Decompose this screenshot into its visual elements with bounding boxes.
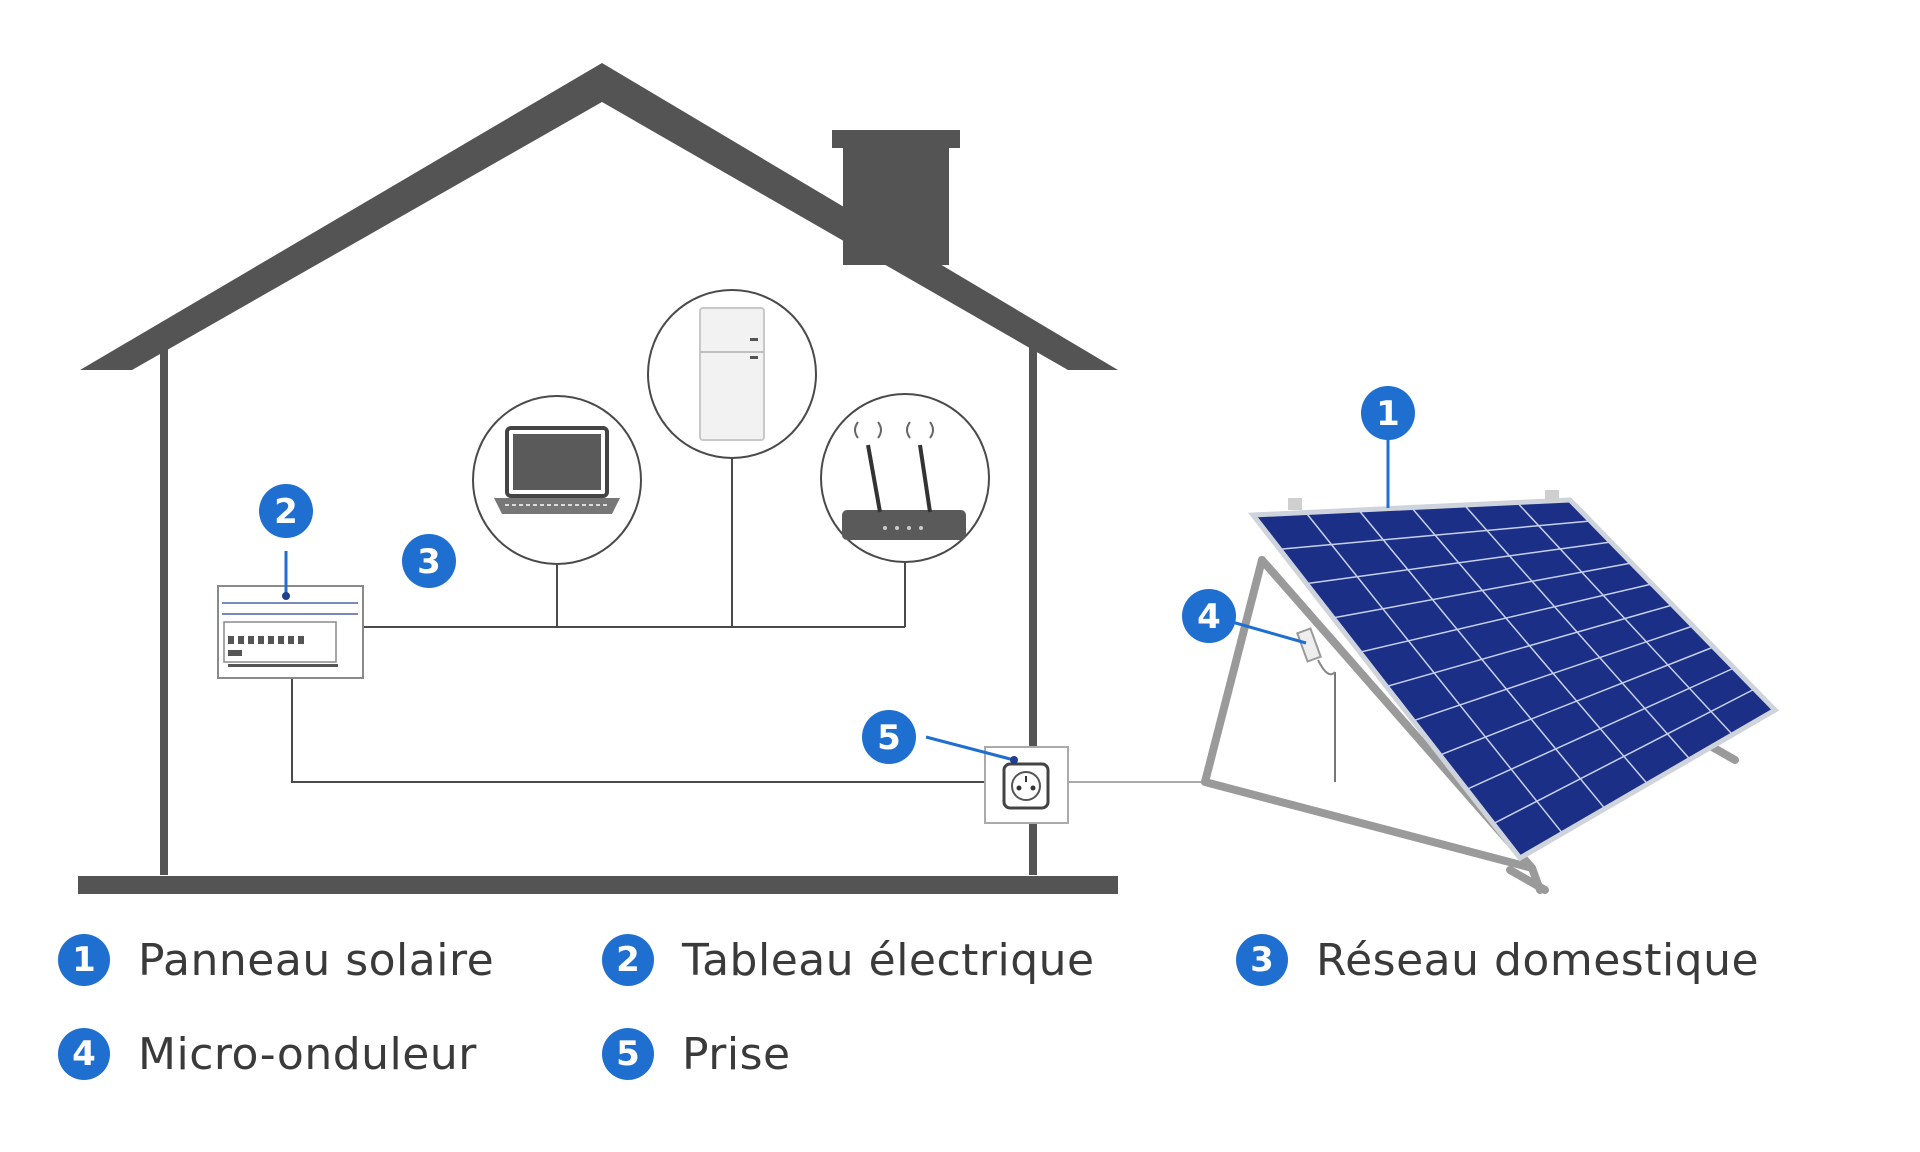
wiring (291, 458, 1336, 783)
callout-badge (1182, 589, 1236, 643)
callout-badge (862, 710, 916, 764)
solar-panel (1201, 423, 1780, 894)
callout-number: 2 (274, 492, 298, 532)
left-wall (160, 345, 168, 875)
board-to-outlet-wire (291, 676, 985, 783)
callout-electrical-board: 2 (259, 484, 313, 538)
cell-column-line (1358, 509, 1606, 810)
callout-outlet: 5 (862, 710, 916, 764)
cell-column-line (1410, 507, 1649, 785)
callout-home-network: 3 (402, 534, 456, 588)
roof (80, 63, 1118, 370)
callout-number: 5 (877, 718, 901, 758)
callout-badge (259, 484, 313, 538)
callout-number: 3 (417, 542, 441, 582)
laptop-icon (494, 426, 620, 514)
callout-solar-panel: 1 (1361, 386, 1415, 440)
router-icon (842, 421, 966, 540)
panel-cells (1279, 501, 1755, 834)
outlet (925, 735, 1069, 824)
right-wall (1029, 345, 1037, 875)
cell-column-line (1305, 512, 1564, 834)
laptop-device (472, 395, 642, 565)
cell-column-line (1463, 504, 1691, 760)
callout-badges: 1 2 3 4 5 (259, 386, 1415, 764)
callout-badge (402, 534, 456, 588)
cell-column-line (1516, 501, 1734, 736)
callout-badge (1361, 386, 1415, 440)
floor (78, 876, 1118, 894)
callout-number: 1 (1376, 394, 1400, 434)
electrical-board (217, 551, 364, 679)
fridge-icon (699, 307, 765, 441)
fridge-device (647, 289, 817, 459)
callout-micro-inverter: 4 (1182, 589, 1236, 643)
micro-inverter (1231, 620, 1336, 676)
chimney (832, 130, 960, 148)
router-device (820, 393, 990, 563)
callout-number: 4 (1197, 597, 1221, 637)
house (78, 63, 1118, 894)
